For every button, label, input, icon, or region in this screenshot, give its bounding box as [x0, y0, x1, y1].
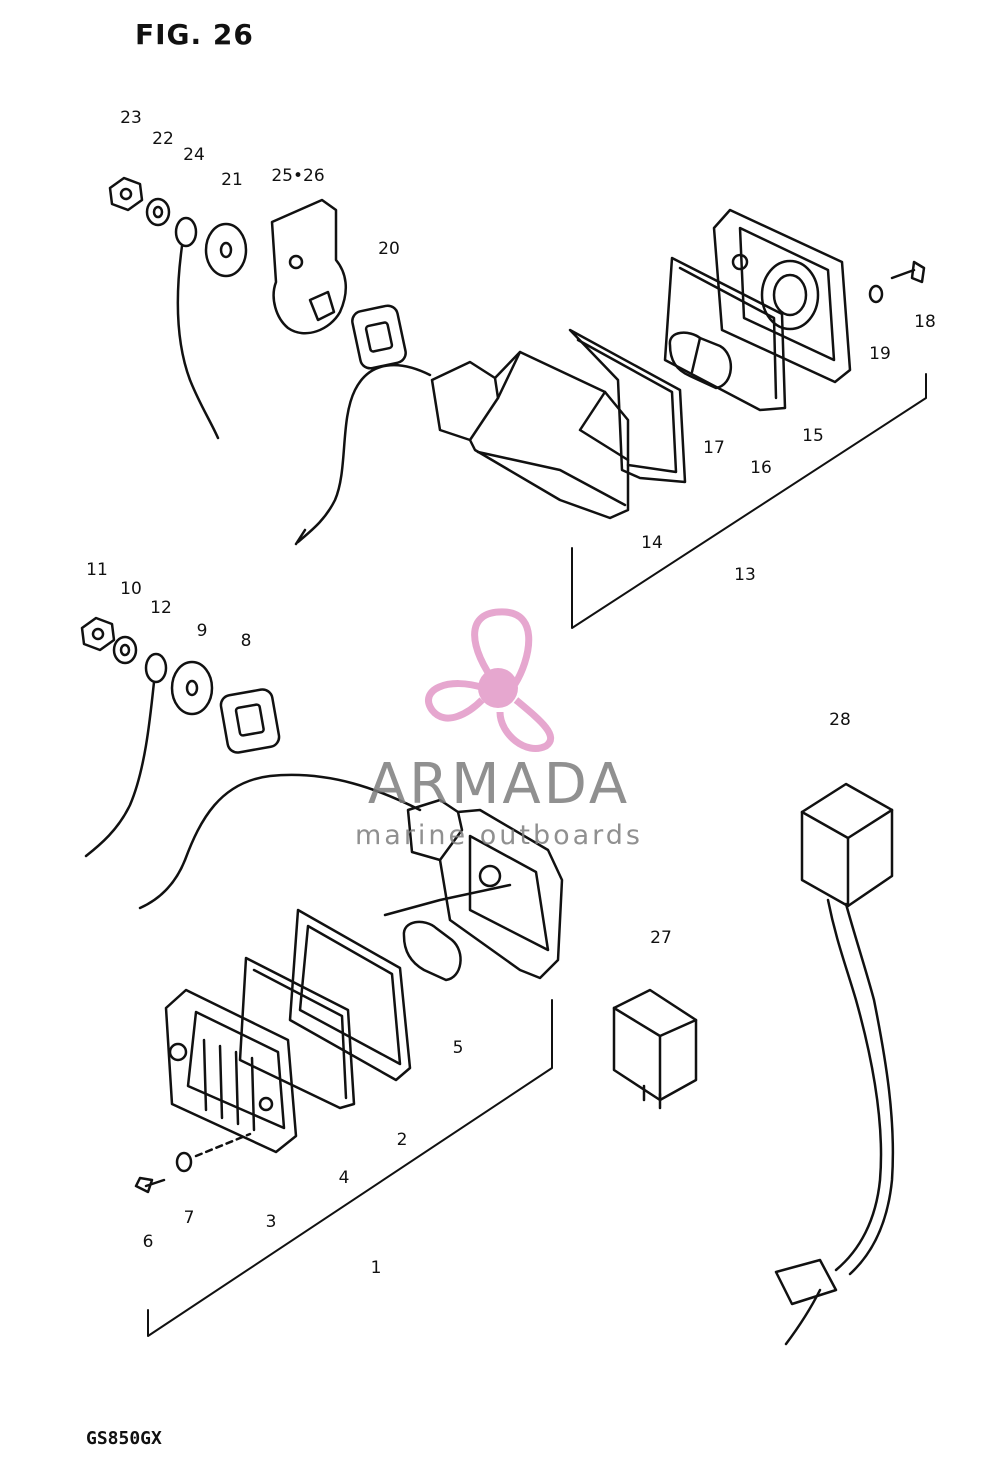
part-4-gasket	[238, 956, 356, 1110]
part-1-housing	[406, 798, 564, 980]
callout-9: 9	[196, 621, 208, 641]
model-code: GS850GX	[86, 1428, 162, 1449]
callout-7: 7	[183, 1208, 195, 1228]
part-8-grommet	[219, 688, 281, 754]
part-7-washer	[175, 1132, 252, 1173]
part-12-ground-lead	[84, 652, 168, 858]
callout-25-26: 25•26	[271, 166, 325, 186]
assembly-13-bracket	[571, 373, 927, 629]
part-25-26-bracket	[270, 198, 348, 335]
callout-15: 15	[802, 426, 824, 446]
front-signal-wire	[138, 773, 422, 910]
callout-24: 24	[183, 145, 205, 165]
watermark-tagline: marine outboards	[354, 820, 643, 851]
callout-21: 21	[221, 170, 243, 190]
callout-11: 11	[86, 560, 108, 580]
callout-28: 28	[829, 710, 851, 730]
part-11-nut	[80, 616, 116, 652]
part-16-gasket	[663, 256, 787, 412]
part-27-relay	[612, 988, 698, 1110]
part-2-gasket	[288, 908, 412, 1082]
part-5-bulb	[383, 883, 512, 982]
armada-propeller-logo	[425, 608, 555, 752]
part-15-lens	[712, 208, 852, 384]
part-13-housing	[430, 350, 630, 520]
callout-8: 8	[240, 631, 252, 651]
callout-1: 1	[370, 1258, 382, 1278]
part-17-bulb	[668, 331, 733, 390]
part-28-unit	[774, 782, 895, 1346]
part-3-lens	[164, 988, 298, 1154]
callout-27: 27	[650, 928, 672, 948]
callout-16: 16	[750, 458, 772, 478]
callout-2: 2	[396, 1130, 408, 1150]
part-23-nut	[108, 176, 144, 212]
callout-20: 20	[378, 239, 400, 259]
callout-23: 23	[120, 108, 142, 128]
callout-22: 22	[152, 129, 174, 149]
assembly-1-bracket	[147, 999, 553, 1337]
part-14-gasket	[568, 328, 687, 484]
callout-3: 3	[265, 1212, 277, 1232]
part-6-screw	[134, 1176, 166, 1194]
watermark-brand: ARMADA	[367, 752, 631, 817]
callout-4: 4	[338, 1168, 350, 1188]
callout-12: 12	[150, 598, 172, 618]
part-9-washer	[170, 660, 214, 716]
rear-signal-wire	[294, 363, 432, 546]
callout-6: 6	[142, 1232, 154, 1252]
callout-18: 18	[914, 312, 936, 332]
figure-title: FIG. 26	[135, 18, 254, 51]
callout-14: 14	[641, 533, 663, 553]
part-24-ground-lead	[174, 216, 220, 440]
part-22-lock-washer	[145, 197, 171, 227]
callout-10: 10	[120, 579, 142, 599]
callout-17: 17	[703, 438, 725, 458]
callout-5: 5	[452, 1038, 464, 1058]
part-18-screw	[890, 260, 926, 284]
part-19-washer	[868, 284, 884, 304]
part-21-washer	[204, 222, 248, 278]
part-20-grommet	[351, 304, 407, 370]
callout-13: 13	[734, 565, 756, 585]
part-10-lock-washer	[112, 635, 138, 665]
callout-19: 19	[869, 344, 891, 364]
